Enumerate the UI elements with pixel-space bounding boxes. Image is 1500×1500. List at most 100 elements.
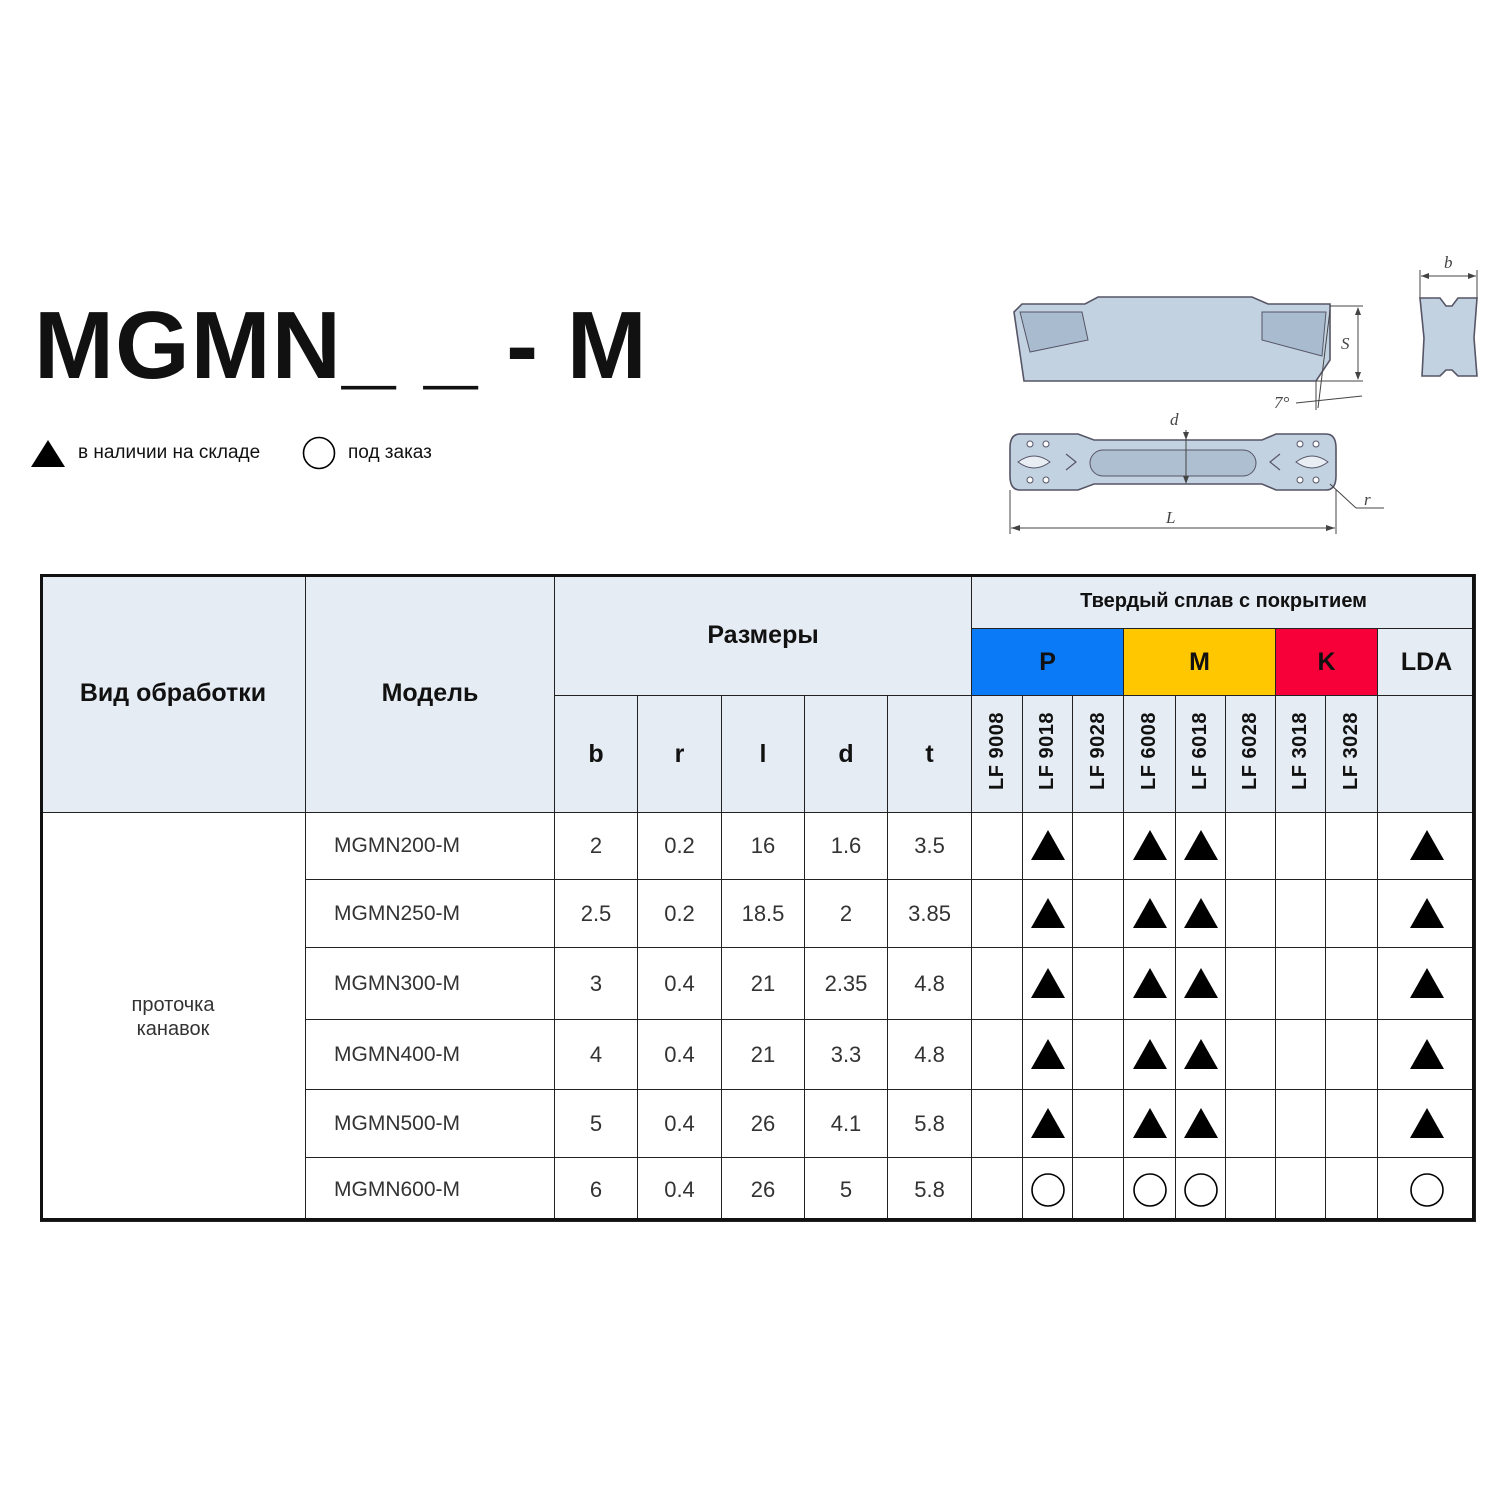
dim-cell-l: 26 (721, 1157, 805, 1222)
circle-icon (1132, 1172, 1167, 1207)
availability-cell (1072, 812, 1125, 880)
triangle-icon (1409, 897, 1444, 928)
dim-cell-t: 4.8 (886, 1019, 973, 1090)
dim-header-r: r (637, 695, 722, 813)
dim-cell-b: 3 (554, 947, 638, 1020)
dim-cell-d: 2 (804, 879, 888, 948)
availability-cell (1175, 1019, 1227, 1090)
dim-cell-d: 3.3 (804, 1019, 888, 1090)
dim-cell-t: 5.8 (886, 1089, 973, 1158)
dim-header-d: d (804, 695, 888, 813)
dim-cell-b: 2 (554, 812, 638, 880)
availability-cell (1175, 1157, 1227, 1222)
model-cell: MGMN300-M (305, 947, 555, 1020)
availability-cell (1022, 1157, 1074, 1222)
processing-type-cell: проточка канавок (40, 812, 306, 1222)
dim-label-l: L (1165, 508, 1175, 527)
availability-cell (1275, 812, 1327, 880)
dim-cell-r: 0.4 (637, 1157, 722, 1222)
availability-cell (1377, 947, 1477, 1020)
triangle-icon (1183, 897, 1218, 928)
availability-cell (1022, 947, 1074, 1020)
availability-cell (1275, 1089, 1327, 1158)
triangle-icon (1030, 967, 1065, 998)
dim-cell-b: 2.5 (554, 879, 638, 948)
availability-cell (1123, 1019, 1177, 1090)
dim-cell-r: 0.4 (637, 1019, 722, 1090)
availability-cell (1123, 947, 1177, 1020)
availability-cell (971, 1089, 1024, 1158)
dim-cell-l: 21 (721, 1019, 805, 1090)
availability-cell (1275, 1019, 1327, 1090)
triangle-icon (1183, 830, 1218, 860)
model-cell: MGMN200-M (305, 812, 555, 880)
availability-cell (1377, 1019, 1477, 1090)
availability-cell (1123, 1089, 1177, 1158)
triangle-icon (1132, 897, 1167, 928)
triangle-icon (1183, 967, 1218, 998)
group-header-k: K (1275, 628, 1379, 696)
model-cell: MGMN250-M (305, 879, 555, 948)
carbide-header: Твердый сплав с покрытием (971, 574, 1477, 629)
grade-header: LF 9028 (1086, 711, 1109, 790)
availability-cell (1225, 1019, 1277, 1090)
legend-to-order: под заказ (302, 436, 432, 470)
insert-side-view: S 7° (1013, 296, 1363, 412)
dim-cell-t: 4.8 (886, 947, 973, 1020)
triangle-icon (1409, 830, 1444, 860)
circle-icon (302, 436, 336, 470)
model-cell: MGMN600-M (305, 1157, 555, 1222)
availability-cell (1275, 879, 1327, 948)
dim-header-b: b (554, 695, 638, 813)
dim-cell-t: 3.85 (886, 879, 973, 948)
triangle-icon (1132, 1038, 1167, 1069)
dim-label-d: d (1170, 410, 1179, 429)
model-cell: MGMN500-M (305, 1089, 555, 1158)
product-table: Вид обработки Модель Размеры Твердый спл… (40, 574, 1477, 1222)
availability-cell (1175, 812, 1227, 880)
availability-cell (971, 1157, 1024, 1222)
availability-cell (1325, 1157, 1379, 1222)
dim-cell-d: 2.35 (804, 947, 888, 1020)
availability-cell (1123, 879, 1177, 948)
availability-cell (1377, 879, 1477, 948)
dimensions-header: Размеры (553, 574, 973, 696)
availability-cell (1022, 879, 1074, 948)
triangle-icon (1132, 1107, 1167, 1138)
triangle-icon (1132, 830, 1167, 860)
dim-label-b: b (1444, 253, 1453, 272)
grade-header: LF 3028 (1340, 711, 1363, 790)
availability-cell (1325, 812, 1379, 880)
availability-cell (1175, 947, 1227, 1020)
availability-cell (1225, 947, 1277, 1020)
dim-header-l: l (721, 695, 805, 813)
availability-cell (1325, 1089, 1379, 1158)
availability-cell (1377, 812, 1477, 880)
grade-header-lda-empty (1377, 695, 1477, 813)
grade-header: LF 6008 (1138, 711, 1161, 790)
triangle-icon (1030, 897, 1065, 928)
dim-cell-r: 0.4 (637, 947, 722, 1020)
availability-cell (1175, 1089, 1227, 1158)
availability-cell (1022, 1019, 1074, 1090)
dim-label-r: r (1364, 490, 1371, 509)
dim-label-angle: 7° (1274, 393, 1290, 412)
processing-type-label: проточка канавок (131, 994, 215, 1040)
dim-cell-l: 21 (721, 947, 805, 1020)
availability-cell (971, 1019, 1024, 1090)
triangle-icon (1183, 1038, 1218, 1069)
availability-cell (1072, 1019, 1125, 1090)
availability-cell (1022, 1089, 1074, 1158)
triangle-icon (1030, 1038, 1065, 1069)
dim-cell-d: 1.6 (804, 812, 888, 880)
availability-cell (971, 879, 1024, 948)
availability-cell (971, 947, 1024, 1020)
legend-in-stock: в наличии на складе (30, 436, 260, 470)
dim-cell-l: 16 (721, 812, 805, 880)
triangle-icon (31, 440, 65, 467)
dim-cell-b: 4 (554, 1019, 638, 1090)
